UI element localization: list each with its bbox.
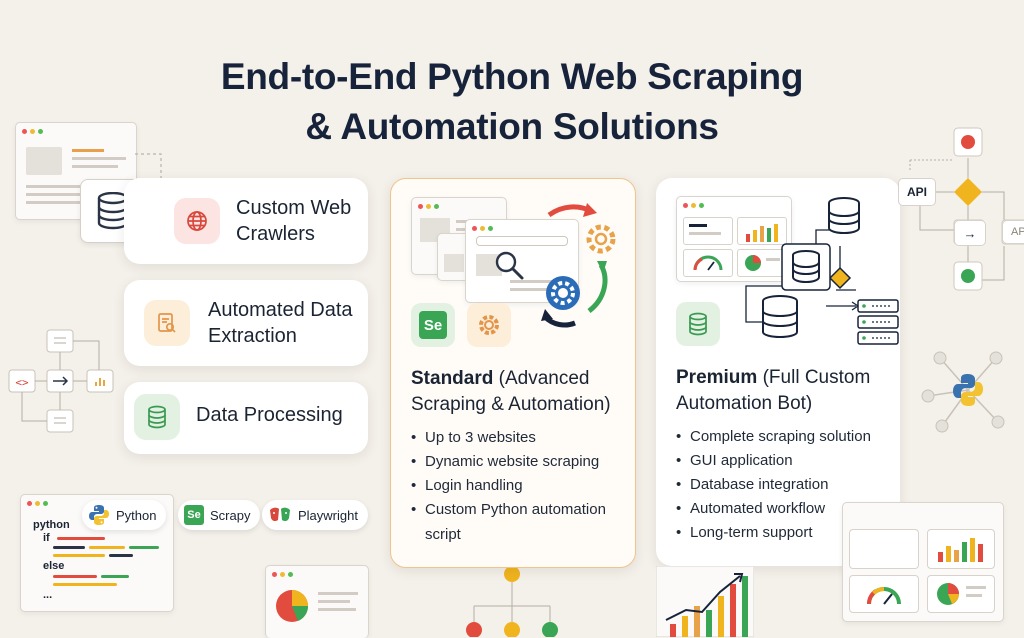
- bar-chart-icon: [746, 224, 778, 242]
- playwright-logo-icon: [270, 507, 290, 522]
- svg-text:<>: <>: [15, 376, 29, 389]
- code-keyword: if: [43, 532, 50, 544]
- dashboard-window-illustration: [842, 502, 1004, 622]
- api-node: API: [898, 178, 936, 206]
- page-title: End-to-End Python Web Scraping & Automat…: [0, 52, 1024, 152]
- list-item: Automated workflow: [676, 499, 871, 519]
- list-item: Long-term support: [676, 523, 871, 543]
- flow-diagram-illustration: <>: [8, 329, 114, 433]
- tool-pill-scrapy: Se Scrapy: [178, 500, 261, 530]
- pie-chart-icon: [937, 583, 959, 605]
- browser-window-illustration: [15, 122, 137, 220]
- python-network-icon: [921, 351, 1005, 433]
- tool-pill-playwright: Playwright: [262, 500, 368, 530]
- list-item: Login handling: [411, 476, 606, 496]
- code-keyword: python: [33, 519, 70, 531]
- automation-cycle-icon: [541, 203, 616, 328]
- selenium-logo-icon: Se: [184, 505, 204, 525]
- globe-icon: [174, 198, 220, 244]
- list-item: Custom Python automation: [411, 500, 606, 520]
- api-node-partial: AP: [1002, 220, 1024, 244]
- list-item: Up to 3 websites: [411, 428, 606, 448]
- title-line-1: End-to-End Python Web Scraping: [220, 56, 804, 97]
- list-item: Complete scraping solution: [676, 427, 871, 447]
- python-logo-icon: [89, 505, 109, 525]
- plan-card-standard: Se Standard (Advanced Scraping & Automat…: [390, 178, 636, 568]
- list-item: GUI application: [676, 451, 871, 471]
- bar-chart-icon: [938, 538, 983, 562]
- workflow-diagram-illustration: [909, 127, 1024, 291]
- dashboard-window-illustration: [676, 196, 792, 282]
- gauge-icon: [867, 587, 901, 605]
- pie-chart-icon: [745, 255, 761, 271]
- tool-label: Python: [116, 507, 157, 523]
- code-keyword: ...: [43, 589, 53, 601]
- database-icon: [676, 302, 720, 346]
- title-line-2: & Automation Solutions: [305, 106, 719, 147]
- feature-list-standard: Up to 3 websites Dynamic website scrapin…: [411, 428, 606, 520]
- growth-chart-illustration: [656, 566, 754, 637]
- arrow-icon: →: [954, 220, 986, 246]
- list-item: Database integration: [676, 475, 871, 495]
- pie-chart-icon: [276, 590, 309, 622]
- tree-diagram-illustration: [466, 566, 558, 637]
- report-window-illustration: [265, 565, 369, 638]
- selenium-logo-icon: Se: [411, 303, 455, 347]
- gauge-icon: [693, 255, 723, 271]
- tool-pill-python: Python: [82, 500, 167, 530]
- list-item: Dynamic website scraping: [411, 452, 606, 472]
- plan-card-premium: Premium (Full Custom Automation Bot) Com…: [656, 178, 900, 566]
- plan-title-premium: Premium (Full Custom Automation Bot): [676, 367, 871, 414]
- gear-icon: [467, 303, 511, 347]
- tool-label: Playwright: [298, 507, 358, 523]
- database-icon: [134, 394, 180, 440]
- feature-label: Data Processing: [196, 404, 343, 426]
- document-search-icon: [144, 300, 190, 346]
- tool-label: Scrapy: [210, 507, 251, 523]
- data-pipeline-illustration: [745, 197, 899, 345]
- list-item-continuation: script: [425, 526, 461, 543]
- code-keyword: else: [43, 560, 65, 572]
- plan-title-standard: Standard (Advanced Scraping & Automation…: [411, 368, 611, 415]
- feature-list-premium: Complete scraping solution GUI applicati…: [676, 427, 871, 547]
- magnifier-icon: [495, 251, 524, 280]
- feature-card-data-processing: Data Processing: [124, 382, 368, 454]
